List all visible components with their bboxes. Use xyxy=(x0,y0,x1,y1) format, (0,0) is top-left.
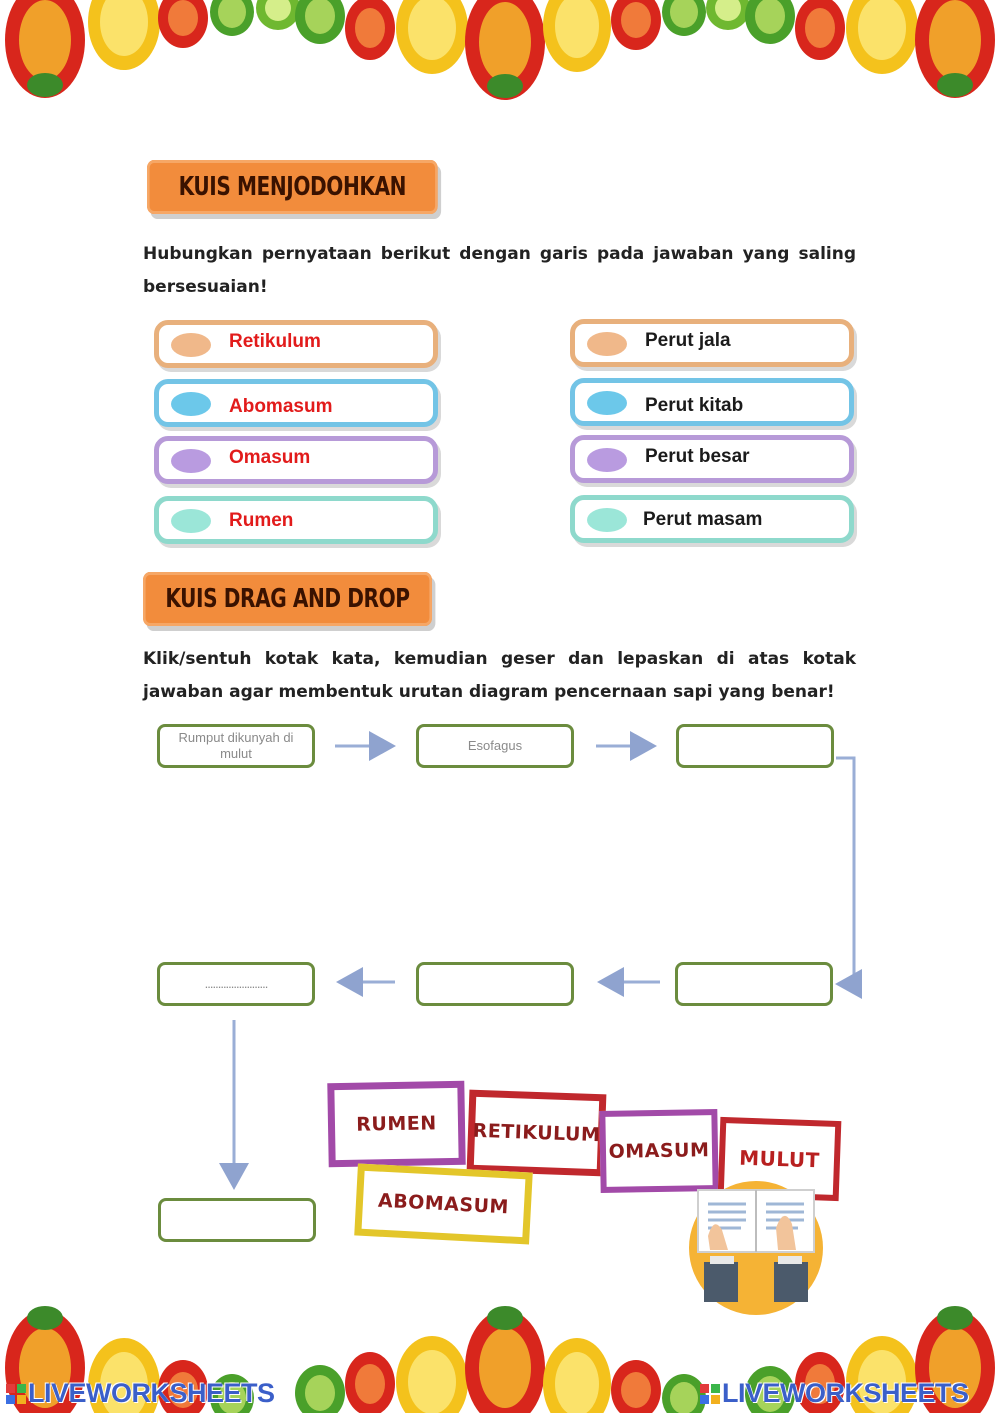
match-right-label: Perut jala xyxy=(645,330,731,351)
match-left-label: Abomasum xyxy=(229,396,333,417)
drop-target-3[interactable] xyxy=(676,724,834,768)
vegetable-border-bottom-illustration xyxy=(5,1306,995,1413)
section-title-matching-text: KUIS MENJODOHKAN xyxy=(178,172,407,202)
drag-card-retikulum[interactable]: RETIKULUM xyxy=(466,1089,607,1177)
drop-target-6[interactable]: ........................ xyxy=(157,962,315,1006)
match-right-perut-jala[interactable]: Perut jala xyxy=(570,319,854,367)
match-left-label: Omasum xyxy=(229,447,311,468)
match-right-label: Perut masam xyxy=(643,509,763,530)
drop-target-7[interactable] xyxy=(158,1198,316,1242)
match-left-abomasum[interactable]: Abomasum xyxy=(154,379,438,427)
drop-target-5[interactable] xyxy=(416,962,574,1006)
match-dot[interactable] xyxy=(171,392,211,416)
match-right-perut-kitab[interactable]: Perut kitab xyxy=(570,378,854,426)
match-right-perut-masam[interactable]: Perut masam xyxy=(570,495,854,543)
drag-card-abomasum[interactable]: ABOMASUM xyxy=(354,1163,533,1245)
drag-card-mulut-label: MULUT xyxy=(738,1145,821,1173)
match-left-rumen[interactable]: Rumen xyxy=(154,496,438,544)
match-left-retikulum[interactable]: Retikulum xyxy=(154,320,438,368)
drop-target-6-text: ........................ xyxy=(204,976,269,991)
drag-card-abomasum-label: ABOMASUM xyxy=(377,1189,510,1219)
match-left-label: Retikulum xyxy=(229,331,321,352)
match-left-omasum[interactable]: Omasum xyxy=(154,436,438,484)
flow-box-1: Rumput dikunyah di mulut xyxy=(157,724,315,768)
match-right-perut-besar[interactable]: Perut besar xyxy=(570,435,854,483)
watermark-right: LIVEWORKSHEETS xyxy=(722,1378,969,1408)
reading-book-icon xyxy=(689,1181,823,1315)
match-right-label: Perut kitab xyxy=(645,395,744,416)
match-dot[interactable] xyxy=(171,509,211,533)
matching-instruction: Hubungkan pernyataan berikut dengan gari… xyxy=(143,244,856,297)
drag-card-rumen[interactable]: RUMEN xyxy=(327,1080,466,1168)
flow-box-2: Esofagus xyxy=(416,724,574,768)
drag-card-rumen-label: RUMEN xyxy=(356,1112,437,1136)
match-dot[interactable] xyxy=(587,391,627,415)
bottom-vegetable-border xyxy=(0,1298,1000,1413)
match-dot[interactable] xyxy=(587,448,627,472)
match-left-label: Rumen xyxy=(229,510,294,531)
flow-box-2-text: Esofagus xyxy=(467,738,523,753)
match-right-label: Perut besar xyxy=(645,446,750,467)
flow-box-1-text: Rumput dikunyah di mulut xyxy=(178,730,294,761)
drag-card-retikulum-label: RETIKULUM xyxy=(472,1119,601,1147)
match-dot[interactable] xyxy=(587,332,627,356)
liveworksheets-logo-icon xyxy=(700,1384,720,1404)
section-title-matching: KUIS MENJODOHKAN xyxy=(147,160,438,214)
top-vegetable-border xyxy=(0,0,1000,115)
match-dot[interactable] xyxy=(587,508,627,532)
liveworksheets-logo-icon xyxy=(6,1384,26,1404)
match-dot[interactable] xyxy=(171,333,211,357)
section-title-drag-drop: KUIS DRAG AND DROP xyxy=(143,572,432,626)
drag-drop-instruction: Klik/sentuh kotak kata, kemudian geser d… xyxy=(143,649,856,702)
match-dot[interactable] xyxy=(171,449,211,473)
drag-card-omasum-label: OMASUM xyxy=(608,1139,710,1163)
section-title-drag-drop-text: KUIS DRAG AND DROP xyxy=(165,584,410,614)
arrow-down-right xyxy=(835,756,862,999)
watermark-left: LIVEWORKSHEETS xyxy=(28,1378,275,1408)
drop-target-4[interactable] xyxy=(675,962,833,1006)
vegetable-border-illustration xyxy=(5,0,995,100)
